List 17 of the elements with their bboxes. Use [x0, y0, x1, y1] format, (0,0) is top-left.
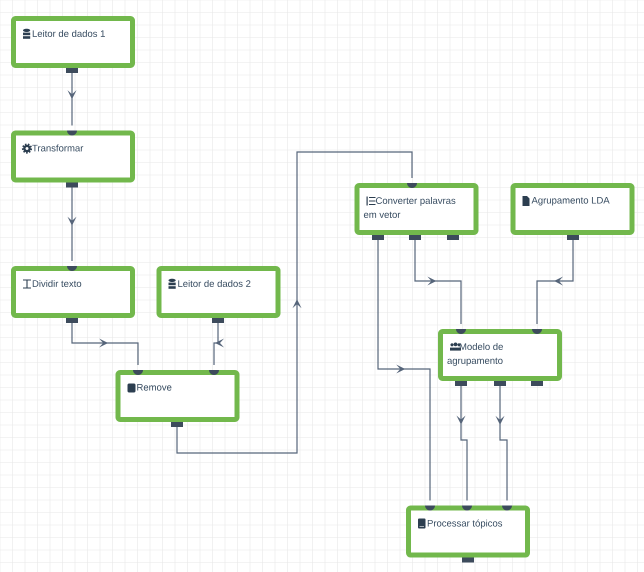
process-box: Modelo de agrupamento [438, 329, 562, 386]
arrow [176, 151, 413, 454]
arrow [71, 323, 139, 365]
arrow [377, 240, 431, 500]
node-label: Processar tópicos [428, 520, 502, 528]
process-box: Leitor de dados 2 [156, 266, 280, 323]
process-box: Agrupamento LDA [510, 183, 635, 240]
process-box: Leitor de dados 1 [11, 16, 135, 73]
process-box: Remove [116, 370, 240, 427]
process-box: Processar tópicos [406, 506, 530, 562]
process-box: Dividir texto [11, 266, 135, 323]
arrow [414, 240, 462, 324]
process-box: Converter palavras em vetor [354, 183, 478, 240]
arrow [213, 323, 224, 365]
arrow [536, 240, 574, 324]
process-box: Transformar [11, 130, 135, 188]
node-label: Agrupamento LDA [532, 196, 610, 206]
